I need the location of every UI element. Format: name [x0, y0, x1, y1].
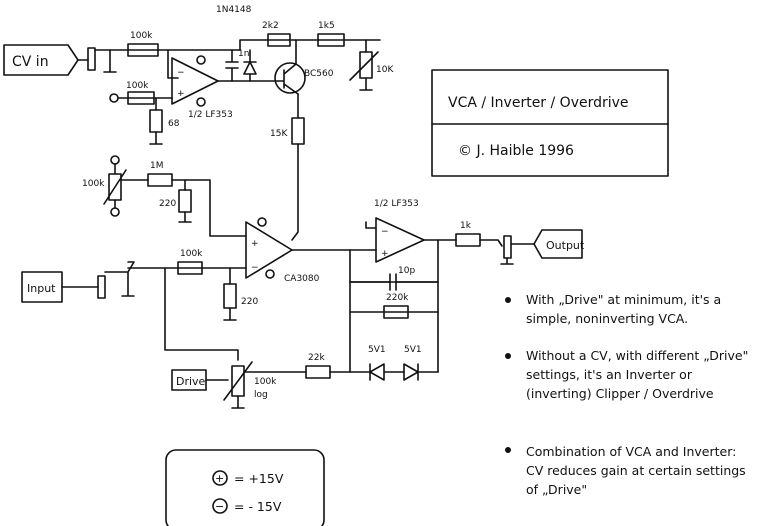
svg-text:= +15V: = +15V — [234, 471, 284, 486]
title-block: VCA / Inverter / Overdrive © J. Haible 1… — [431, 69, 669, 177]
svg-text:Output: Output — [546, 239, 585, 252]
svg-text:100k: 100k — [126, 81, 149, 91]
svg-text:CA3080: CA3080 — [284, 274, 320, 284]
svg-text:1n: 1n — [238, 49, 249, 59]
drive-terminal: Drive — [171, 369, 207, 391]
r-100k-cv: 100k — [127, 31, 159, 57]
bias-input: 100k — [109, 81, 173, 105]
d-1n4148 — [243, 49, 257, 82]
zener-a: 5V1 — [368, 345, 405, 381]
svg-text:100k: 100k — [180, 249, 203, 259]
r-100k-in: 100k — [177, 249, 203, 275]
svg-text:220: 220 — [159, 199, 176, 209]
input-jack — [97, 275, 106, 299]
svg-text:BC560: BC560 — [304, 69, 334, 79]
lf353-b: − + 1/2 LF353 — [374, 199, 425, 263]
input-terminal: Input — [21, 271, 63, 303]
svg-text:5V1: 5V1 — [404, 345, 422, 355]
svg-text:= - 15V: = - 15V — [234, 499, 282, 514]
svg-text:10p: 10p — [398, 266, 415, 276]
title-text: VCA / Inverter / Overdrive — [448, 95, 629, 111]
svg-text:1k: 1k — [460, 221, 472, 231]
svg-text:Input: Input — [27, 282, 56, 295]
svg-text:2k2: 2k2 — [262, 21, 279, 31]
c-1n: 1n — [225, 49, 249, 82]
svg-text:1k5: 1k5 — [318, 21, 335, 31]
pot-100k-trim: 100k — [82, 155, 127, 217]
svg-text:CV in: CV in — [12, 54, 49, 70]
svg-text:68: 68 — [168, 119, 180, 129]
svg-text:100k: 100k — [254, 377, 277, 387]
note-1-text: With „Drive" at minimum, it's a simple, … — [526, 292, 722, 326]
svg-text:220: 220 — [241, 297, 258, 307]
r-1k-out: 1k — [455, 221, 481, 247]
svg-text:100k: 100k — [130, 31, 153, 41]
pot-10k: 10K — [349, 39, 394, 91]
notes — [505, 297, 511, 453]
zener-b: 5V1 — [403, 345, 439, 381]
svg-text:1M: 1M — [150, 161, 164, 171]
svg-text:+: + — [251, 239, 259, 249]
note-3-text: Combination of VCA and Inverter: CV redu… — [526, 444, 746, 497]
svg-text:1/2 LF353: 1/2 LF353 — [188, 110, 233, 120]
svg-text:+: + — [215, 472, 224, 485]
svg-text:220k: 220k — [386, 293, 409, 303]
copyright-text: © J. Haible 1996 — [458, 143, 574, 159]
c-10p: 10p — [349, 266, 439, 291]
note-text-block: With „Drive" at minimum, it's a simple, … — [526, 290, 752, 522]
ca3080: + − CA3080 — [245, 217, 320, 284]
note-2-text: Without a CV, with different „Drive" set… — [526, 348, 749, 401]
r-68: 68 — [149, 109, 180, 133]
supply-legend: + = +15V − = - 15V — [165, 449, 325, 526]
r-1m: 1M — [147, 161, 173, 187]
svg-text:22k: 22k — [308, 353, 325, 363]
svg-text:100k: 100k — [82, 179, 105, 189]
output-terminal: Output — [533, 229, 585, 259]
r-220k: 220k — [383, 293, 409, 319]
r-15k: 15K — [270, 117, 305, 145]
svg-text:−: − — [381, 227, 389, 237]
r-22k: 22k — [305, 353, 331, 379]
output-jack — [503, 235, 512, 259]
svg-text:log: log — [254, 390, 268, 400]
svg-text:15K: 15K — [270, 129, 288, 139]
r-1k5: 1k5 — [317, 21, 345, 47]
svg-text:−: − — [215, 500, 224, 513]
r-2k2: 2k2 — [262, 21, 291, 47]
bc560: BC560 — [274, 39, 334, 95]
svg-text:Drive: Drive — [176, 375, 206, 388]
pot-drive: 100k log — [223, 361, 277, 409]
svg-text:−: − — [177, 68, 185, 78]
svg-text:−: − — [251, 263, 259, 273]
r-220-b: 220 — [223, 283, 258, 321]
svg-text:+: + — [177, 89, 185, 99]
cv-in-terminal: CV in — [3, 44, 79, 76]
r-220: 220 — [159, 189, 192, 223]
svg-text:10K: 10K — [376, 65, 394, 75]
lf353-a: − + 1/2 LF353 — [171, 55, 233, 120]
label-1n4148: 1N4148 — [216, 5, 252, 15]
cv-in-jack — [87, 47, 96, 71]
svg-text:+: + — [381, 249, 389, 259]
svg-text:5V1: 5V1 — [368, 345, 386, 355]
svg-text:1/2 LF353: 1/2 LF353 — [374, 199, 419, 209]
